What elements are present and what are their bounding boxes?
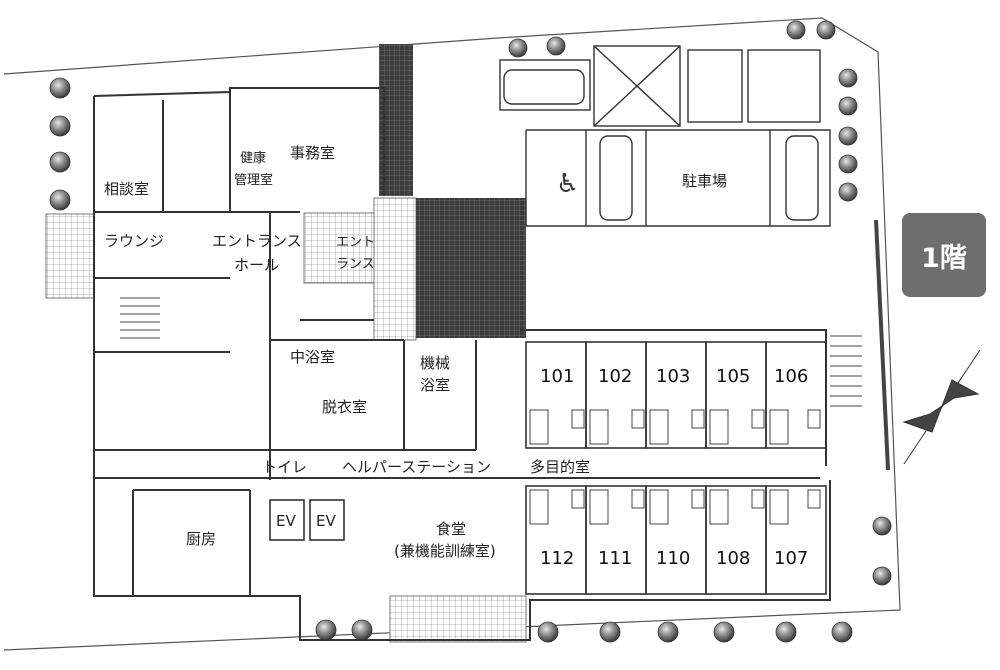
- south-unit-fixtures: [529, 489, 821, 525]
- room-machine-bath-2: 浴室: [420, 376, 450, 394]
- unit-112: 112: [540, 548, 574, 569]
- room-office: 事務室: [290, 144, 335, 162]
- room-multipurpose: 多目的室: [530, 458, 590, 476]
- room-entrance-1: エント: [336, 235, 375, 250]
- room-mid-bath: 中浴室: [290, 348, 335, 366]
- room-entrance-hall-1: エントランス: [212, 232, 302, 250]
- room-consultation: 相談室: [104, 180, 149, 198]
- walkway-south: [389, 595, 527, 643]
- north-unit-fixtures: [529, 409, 821, 445]
- floor-badge: 1階: [902, 213, 986, 297]
- elevators: [269, 499, 345, 541]
- unit-103: 103: [656, 366, 690, 387]
- room-entrance-hall-2: ホール: [234, 256, 279, 274]
- site-boundary: [3, 17, 901, 651]
- unit-102: 102: [598, 366, 632, 387]
- room-helper-station: ヘルパーステーション: [342, 458, 491, 476]
- room-kitchen: 厨房: [186, 530, 216, 548]
- walkway-west: [45, 213, 95, 299]
- dark-path-center: [416, 198, 526, 338]
- unit-107: 107: [774, 548, 808, 569]
- unit-110: 110: [656, 548, 690, 569]
- room-toilet: トイレ: [262, 458, 307, 476]
- unit-111: 111: [598, 548, 632, 569]
- north-units: [525, 341, 827, 449]
- unit-101: 101: [540, 366, 574, 387]
- elevator-1-label: EV: [276, 512, 296, 530]
- unit-106: 106: [774, 366, 808, 387]
- trees: [49, 20, 892, 643]
- room-dining-1: 食堂: [436, 520, 466, 538]
- room-health-mgmt-2: 管理室: [234, 172, 273, 188]
- unit-108: 108: [716, 548, 750, 569]
- room-machine-bath-1: 機械: [420, 354, 450, 372]
- parking-lot: [499, 45, 831, 227]
- accessible-parking-icon: ♿: [556, 169, 579, 199]
- elevator-2-label: EV: [316, 512, 336, 530]
- room-dressing: 脱衣室: [322, 398, 367, 416]
- room-entrance-2: ランス: [336, 257, 375, 272]
- room-parking: 駐車場: [682, 172, 727, 190]
- room-dining-2: (兼機能訓練室): [394, 542, 496, 560]
- room-lounge: ラウンジ: [104, 232, 164, 250]
- compass-icon: [902, 349, 981, 465]
- south-units: [525, 485, 827, 595]
- east-boundary-wall: [874, 219, 890, 471]
- walkway-entrance-east: [373, 197, 417, 341]
- stairs: [120, 297, 862, 407]
- room-health-mgmt-1: 健康: [240, 150, 266, 166]
- unit-105: 105: [716, 366, 750, 387]
